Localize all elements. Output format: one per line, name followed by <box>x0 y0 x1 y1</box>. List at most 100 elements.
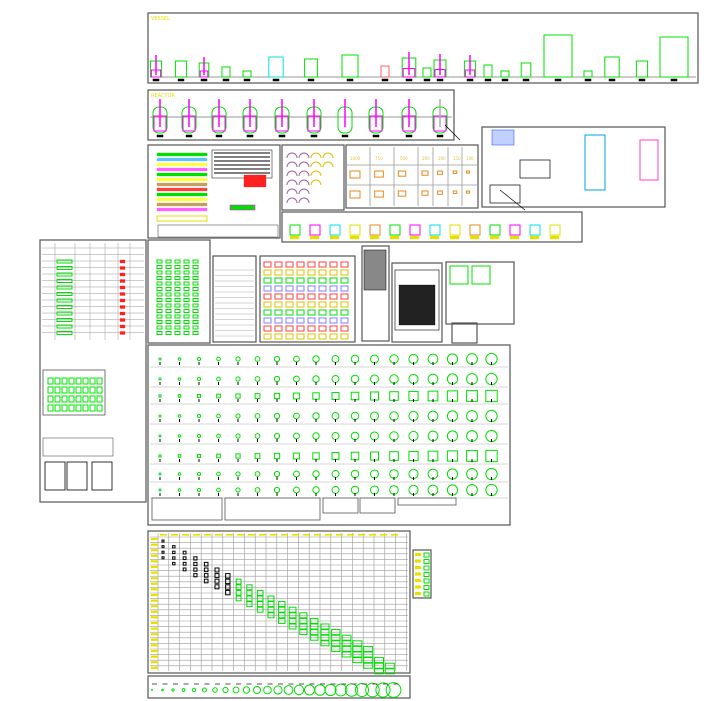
fitting-icon <box>177 454 182 458</box>
fitting-icon <box>156 298 163 302</box>
flange-icon <box>437 170 443 175</box>
size-header: 500 <box>400 156 408 161</box>
matrix-fitting-icon <box>384 668 395 675</box>
fitting-icon <box>273 375 281 383</box>
elbow-icon <box>298 179 310 186</box>
vessel-tag <box>466 78 474 82</box>
matrix-fitting-icon <box>352 640 363 647</box>
bottom-fitting-icon <box>232 686 240 694</box>
fitting-icon <box>54 404 61 412</box>
matrix-fitting-icon <box>182 561 187 566</box>
flange-icon <box>349 190 361 199</box>
fitting-icon <box>174 309 181 313</box>
matrix-fitting-icon <box>193 573 198 578</box>
matrix-row-label <box>150 661 159 664</box>
fitting-icon <box>156 331 163 335</box>
fitting-icon <box>216 453 221 459</box>
fitting-icon <box>296 285 305 292</box>
datasheet-row <box>156 157 208 162</box>
spec-table <box>398 284 436 326</box>
fitting-icon <box>331 392 340 400</box>
side-table-icon <box>423 578 430 584</box>
matrix-fitting-icon <box>246 584 253 591</box>
matrix-fitting-icon <box>352 651 363 658</box>
matrix-fitting-icon <box>172 550 176 555</box>
matrix-col-label <box>280 533 289 536</box>
fitting-icon <box>263 277 272 284</box>
drawing-panel <box>281 144 345 211</box>
bottom-fitting-icon <box>304 684 315 696</box>
equipment-icon <box>509 224 521 236</box>
matrix-fitting-icon <box>309 623 319 630</box>
drawing-panel <box>412 549 432 599</box>
fitting-icon <box>369 451 380 461</box>
fitting-icon <box>235 393 241 399</box>
fitting-icon <box>254 487 261 493</box>
reactor-tag <box>310 134 318 138</box>
fitting-icon <box>312 470 320 478</box>
fitting-icon <box>285 277 294 284</box>
fitting-icon <box>156 303 163 308</box>
vessel-tag <box>152 78 160 82</box>
datasheet-row <box>156 167 208 172</box>
equipment-base <box>449 235 460 240</box>
fitting-icon <box>340 285 349 292</box>
fitting-icon <box>156 265 163 269</box>
fitting-icon <box>318 261 327 268</box>
bottom-fitting-icon <box>202 687 207 693</box>
fitting-icon <box>192 325 199 330</box>
spec-sheet <box>363 249 387 291</box>
fitting-icon <box>192 320 199 324</box>
vessel-shape <box>422 67 432 78</box>
valve-icon <box>119 331 126 335</box>
fitting-icon <box>158 414 162 418</box>
fitting-icon <box>165 298 172 302</box>
fitting-icon <box>307 317 316 324</box>
reactor-tag <box>405 134 413 138</box>
fitting-icon <box>82 404 89 412</box>
fitting-icon <box>158 454 162 458</box>
fitting-icon <box>293 432 300 440</box>
drawing-panel <box>147 675 411 699</box>
fitting-icon <box>75 404 82 412</box>
matrix-fitting-icon <box>235 595 242 602</box>
bottom-fitting-icon <box>242 686 251 694</box>
fitting-icon <box>235 453 241 459</box>
vessel-tag <box>670 78 678 82</box>
matrix-fitting-icon <box>363 645 374 652</box>
matrix-row-label <box>150 627 159 630</box>
fitting-icon <box>369 485 380 495</box>
fitting-icon <box>293 486 300 494</box>
fitting-icon <box>192 298 199 302</box>
matrix-fitting-icon <box>352 657 363 664</box>
fitting-icon <box>369 391 380 401</box>
pump-detail <box>639 139 659 181</box>
sub-panel <box>42 369 106 416</box>
size-header: 100 <box>466 156 474 161</box>
fitting-icon <box>312 355 320 363</box>
spec-sheet <box>394 269 440 331</box>
matrix-col-label <box>247 533 256 536</box>
vessel-tag <box>484 78 492 82</box>
matrix-fitting-icon <box>309 634 319 641</box>
leader-line <box>444 124 461 141</box>
fitting-icon <box>82 395 89 403</box>
fitting-icon <box>285 269 294 276</box>
equipment-icon <box>349 224 361 236</box>
fitting-icon <box>89 377 96 385</box>
fitting-icon <box>331 375 340 383</box>
fitting-icon <box>274 317 283 324</box>
drawing-layer <box>39 12 699 699</box>
matrix-fitting-icon <box>288 606 297 613</box>
matrix-row-label <box>150 560 159 563</box>
matrix-col-label <box>214 533 223 536</box>
fitting-icon <box>449 265 469 285</box>
matrix-fitting-icon <box>161 539 165 543</box>
fitting-icon <box>318 269 327 276</box>
fitting-icon <box>285 325 294 332</box>
fitting-icon <box>254 453 261 459</box>
vessel-tag <box>608 78 616 82</box>
datasheet-block <box>211 149 273 179</box>
equipment-icon <box>469 224 481 236</box>
matrix-fitting-icon <box>267 606 275 613</box>
